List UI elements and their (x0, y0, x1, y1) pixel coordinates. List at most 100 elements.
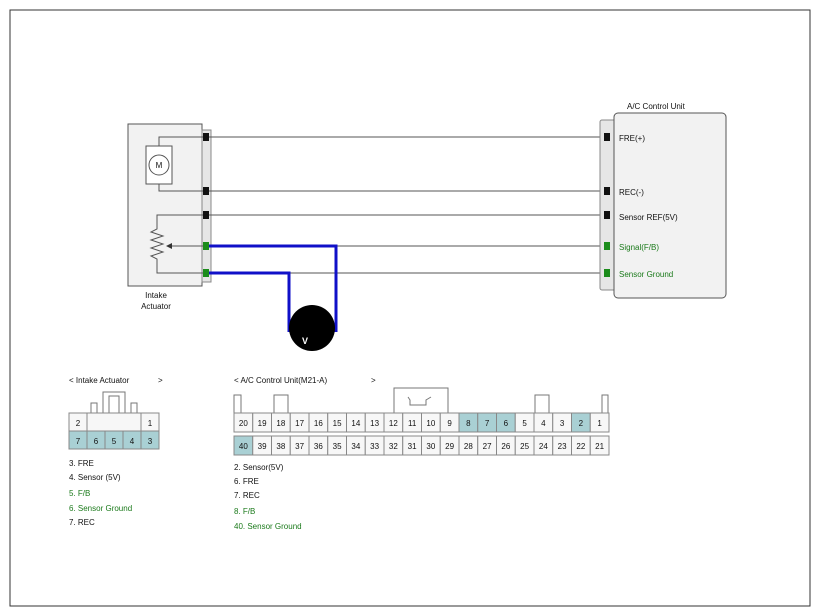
unit-pin-num: 21 (595, 442, 604, 451)
intake-cavity-blank (86, 412, 142, 432)
unit-pin-num: 11 (408, 419, 417, 428)
intake-legend-item: 4. Sensor (5V) (69, 473, 121, 482)
unit-pin-num: 9 (447, 419, 452, 428)
unit-pin-rec (604, 187, 610, 195)
intake-pin-num: 6 (94, 437, 99, 446)
unit-pin-label-fb: Signal(F/B) (619, 243, 659, 252)
unit-pin-num: 6 (504, 419, 509, 428)
unit-pin-num: 26 (501, 442, 510, 451)
intake-pin-num: 7 (76, 437, 81, 446)
voltmeter-label: V (302, 336, 308, 346)
intake-legend-item: 7. REC (69, 518, 95, 527)
unit-pin-label-rec: REC(-) (619, 188, 644, 197)
unit-pin-label-ground: Sensor Ground (619, 270, 673, 279)
unit-pin-num: 30 (426, 442, 435, 451)
unit-pin-num: 24 (539, 442, 548, 451)
intake-legend-item: 6. Sensor Ground (69, 504, 132, 513)
unit-pin-fb (604, 242, 610, 250)
unit-pin-num: 1 (597, 419, 602, 428)
unit-pin-num: 28 (464, 442, 473, 451)
meter-lead-positive (209, 244, 338, 332)
unit-pin-num: 32 (389, 442, 398, 451)
intake-pin-fre (203, 133, 209, 141)
unit-legend-item: 8. F/B (234, 507, 255, 516)
potentiometer-icon (149, 214, 206, 274)
intake-pin-ref (203, 211, 209, 219)
unit-title: A/C Control Unit (627, 102, 686, 111)
unit-pin-num: 4 (541, 419, 546, 428)
unit-legend-item: 6. FRE (234, 477, 259, 486)
unit-cavity-21 (589, 435, 610, 456)
unit-pin-num: 16 (314, 419, 323, 428)
intake-pin-num: 2 (76, 419, 81, 428)
motor-symbol: M (156, 161, 163, 170)
unit-pin-num: 35 (333, 442, 342, 451)
ac-control-unit: A/C Control Unit FRE(+) REC(-) Sensor RE… (599, 102, 727, 299)
unit-pin-num: 15 (333, 419, 342, 428)
intake-latch-inner (108, 395, 120, 414)
unit-pin-num: 22 (576, 442, 585, 451)
unit-connector-arrow: > (371, 376, 376, 385)
intake-connector-arrow: > (158, 376, 163, 385)
unit-pin-num: 37 (295, 442, 304, 451)
intake-pin-num: 3 (148, 437, 153, 446)
unit-cavity-1 (589, 412, 610, 433)
unit-pin-num: 39 (258, 442, 267, 451)
intake-pin-ground (203, 269, 209, 277)
unit-pin-num: 14 (351, 419, 360, 428)
intake-legend-item: 3. FRE (69, 459, 94, 468)
intake-label-line1: Intake (145, 291, 167, 300)
unit-pin-num: 7 (485, 419, 490, 428)
intake-pin-rec (203, 187, 209, 195)
unit-connector-latch-notch (407, 396, 432, 406)
intake-label-line2: Actuator (141, 302, 171, 311)
unit-pin-ground (604, 269, 610, 277)
wiper-arrow-icon (166, 243, 172, 249)
intake-cavity-3 (140, 430, 160, 450)
unit-pin-num: 12 (389, 419, 398, 428)
intake-pin-num: 5 (112, 437, 117, 446)
unit-pin-num: 3 (560, 419, 565, 428)
unit-pin-num: 17 (295, 419, 304, 428)
unit-pin-num: 34 (351, 442, 360, 451)
unit-pin-num: 20 (239, 419, 248, 428)
voltmeter-icon (289, 305, 335, 351)
unit-connector-latch (393, 387, 449, 414)
unit-connector-title: < A/C Control Unit(M21-A) (234, 376, 327, 385)
intake-latch-right (130, 402, 138, 414)
unit-connector-tab (233, 394, 242, 414)
motor-wire-bottom (158, 184, 206, 192)
meter-lead-negative (209, 271, 291, 332)
unit-legend-item: 40. Sensor Ground (234, 522, 302, 531)
unit-pin-num: 33 (370, 442, 379, 451)
unit-body (613, 112, 727, 299)
intake-legend-item: 5. F/B (69, 489, 90, 498)
unit-legend-item: 7. REC (234, 491, 260, 500)
intake-pin-fb (203, 242, 209, 250)
intake-latch-left (90, 402, 98, 414)
unit-pin-ref (604, 211, 610, 219)
unit-pin-num: 13 (370, 419, 379, 428)
unit-pin-num: 18 (276, 419, 285, 428)
unit-pin-num: 25 (520, 442, 529, 451)
unit-connector-tab (601, 394, 609, 414)
intake-pin-num: 4 (130, 437, 135, 446)
motor-icon (148, 154, 170, 176)
unit-pin-num: 5 (522, 419, 527, 428)
unit-connector-tab (534, 394, 550, 414)
unit-pin-num: 40 (239, 442, 248, 451)
harness-wires (209, 136, 604, 274)
unit-pin-num: 8 (466, 419, 471, 428)
unit-pin-num: 2 (579, 419, 584, 428)
unit-pin-label-ref: Sensor REF(5V) (619, 213, 678, 222)
intake-pin-num: 1 (148, 419, 153, 428)
unit-pin-label-fre: FRE(+) (619, 134, 645, 143)
intake-connector-strip (201, 129, 212, 283)
intake-actuator: M Intake Actuator (127, 123, 212, 311)
unit-pin-num: 31 (408, 442, 417, 451)
unit-pin-fre (604, 133, 610, 141)
motor-wire-top (158, 136, 206, 146)
